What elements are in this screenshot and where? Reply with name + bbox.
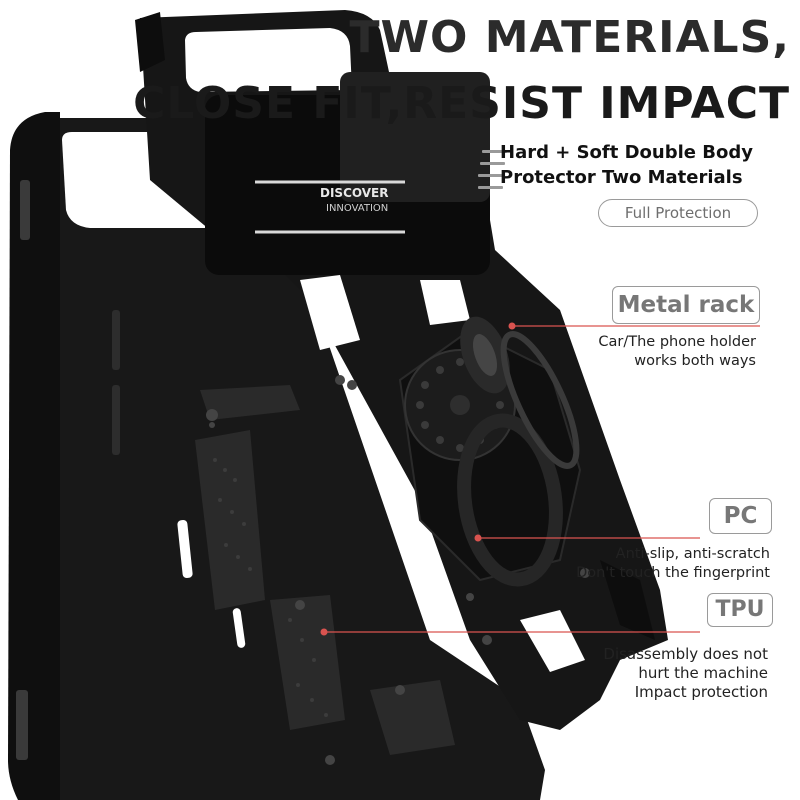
callout-title-pc: PC xyxy=(709,498,772,534)
callout-desc-metal-rack: Car/The phone holder works both ways xyxy=(598,333,756,371)
front-frame: DISCOVER INNOVATION xyxy=(135,10,668,730)
product-marking-line1: DISCOVER xyxy=(320,186,388,200)
callout-desc-pc: Anti-slip, anti-scratch Don't touch the … xyxy=(576,545,770,583)
callout-leader-dots xyxy=(320,322,516,636)
subtitle: Hard + Soft Double Body Protector Two Ma… xyxy=(472,140,800,190)
callout-line: Car/The phone holder xyxy=(598,334,756,350)
callout-title-tpu: TPU xyxy=(707,593,773,627)
callout-title-metal-rack: Metal rack xyxy=(612,286,760,324)
full-protection-badge: Full Protection xyxy=(598,199,758,227)
callout-line: Anti-slip, anti-scratch xyxy=(615,546,770,562)
subtitle-line2: Protector Two Materials xyxy=(500,167,743,188)
callout-line: Disassembly does not xyxy=(603,645,768,663)
callout-leader-lines xyxy=(324,325,760,633)
headline-line1: TWO MATERIALS, xyxy=(349,12,790,63)
headline-line2: CLOSE FIT,RESIST IMPACT xyxy=(133,78,790,129)
subtitle-line1: Hard + Soft Double Body xyxy=(500,142,753,163)
callout-line: Don't touch the fingerprint xyxy=(576,565,770,581)
callout-line: works both ways xyxy=(634,353,756,369)
callout-desc-tpu: Disassembly does not hurt the machine Im… xyxy=(603,645,768,702)
product-marking-line2: INNOVATION xyxy=(326,203,388,214)
ring-holder xyxy=(398,316,582,587)
callout-line: hurt the machine xyxy=(638,664,768,682)
callout-line: Impact protection xyxy=(634,683,768,701)
rear-case-shell xyxy=(8,112,545,800)
camera-slider: DISCOVER INNOVATION xyxy=(205,72,507,275)
